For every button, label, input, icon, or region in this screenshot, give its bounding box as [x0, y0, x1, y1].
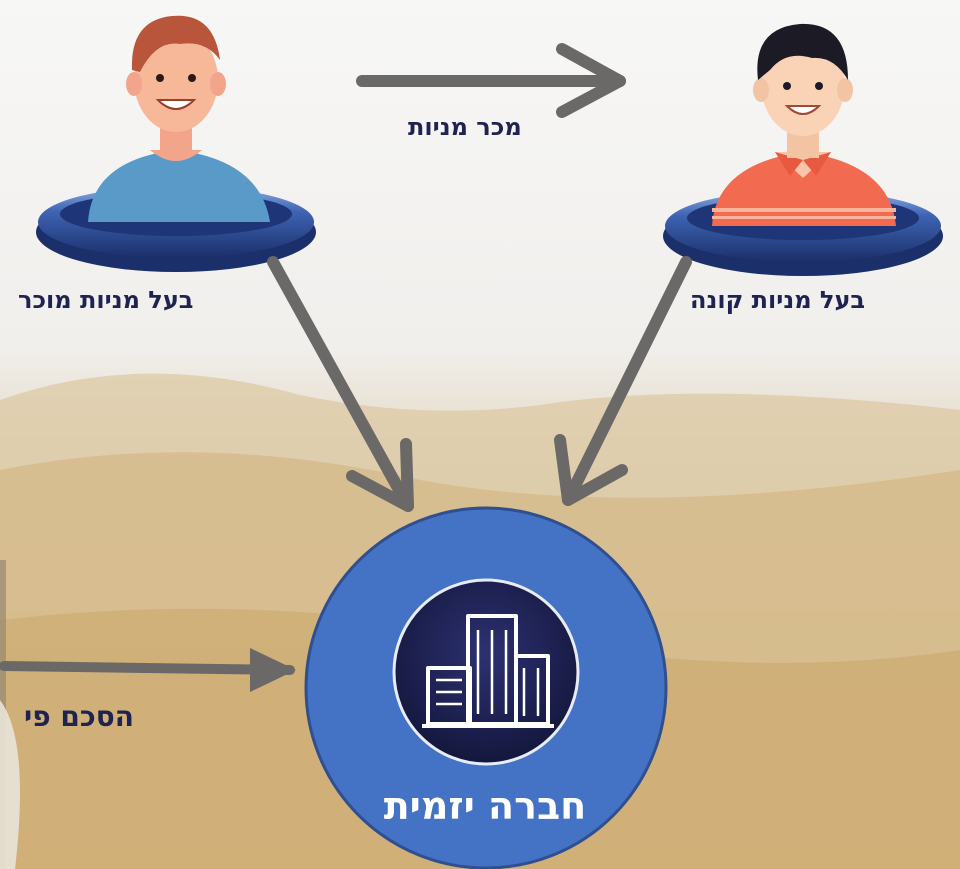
arrow-agreement-head	[250, 648, 296, 692]
seller-avatar	[36, 15, 316, 272]
buildings-icon	[422, 614, 554, 728]
seller-label: בעל מניות מוכר	[18, 286, 194, 314]
arrow-agreement	[0, 661, 295, 675]
agreement-label-text: הסכם פי	[24, 700, 135, 733]
arrow-seller-to-company	[267, 256, 414, 512]
company-label: חברה יזמית	[383, 784, 587, 828]
company-node	[304, 506, 668, 869]
buyer-label: בעל מניות קונה	[690, 286, 866, 314]
sale-arrow-label: מכר מניות	[408, 113, 522, 141]
agreement-label: הסכם פי	[24, 700, 160, 733]
arrow-sale	[356, 43, 626, 118]
buyer-avatar	[663, 23, 943, 276]
arrow-buyer-to-company	[554, 256, 692, 506]
